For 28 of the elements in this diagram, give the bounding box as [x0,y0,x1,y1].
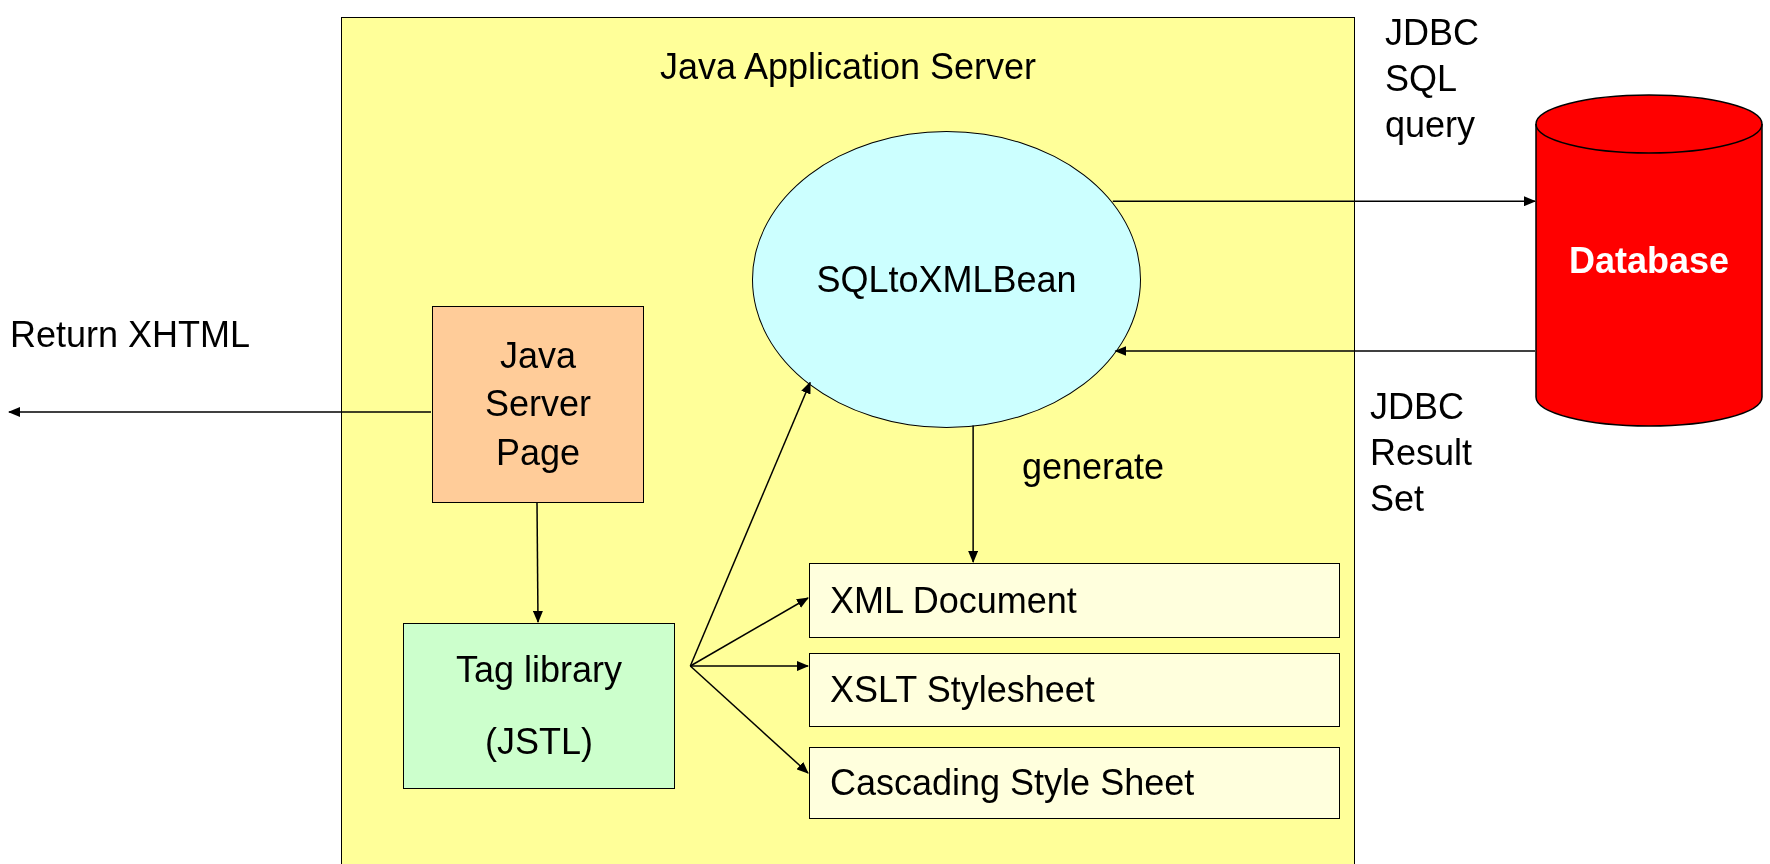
container-title: Java Application Server [659,45,1037,89]
library-box [403,623,675,789]
document-box [809,747,1340,819]
node-label: (JSTL) [485,720,593,764]
arrow [689,597,809,667]
page-box [432,306,644,503]
node-label: Java Server Page [484,333,592,475]
arrow [1112,196,1536,207]
arrow [968,424,979,563]
node-label: Cascading Style Sheet [830,761,1195,805]
edge-label: Return XHTML [10,313,252,357]
edge-label: JDBC Result Set [1370,385,1474,522]
arrow [689,381,811,667]
document-box [809,653,1340,727]
node-label: XSLT Stylesheet [830,668,1095,712]
arrow [532,501,543,623]
node-label: Tag library [455,648,623,692]
database-label: Database [1568,239,1730,281]
arrow [1114,345,1536,356]
edge-label: generate [1022,445,1166,489]
server-container [341,17,1355,864]
arrow [689,665,809,774]
document-box [809,563,1340,638]
node-label: XML Document [830,578,1077,623]
edge-label: JDBC SQL query [1385,11,1480,148]
arrow [689,661,809,672]
arrow [8,407,432,417]
node-label: SQLtoXMLBean [816,257,1077,302]
